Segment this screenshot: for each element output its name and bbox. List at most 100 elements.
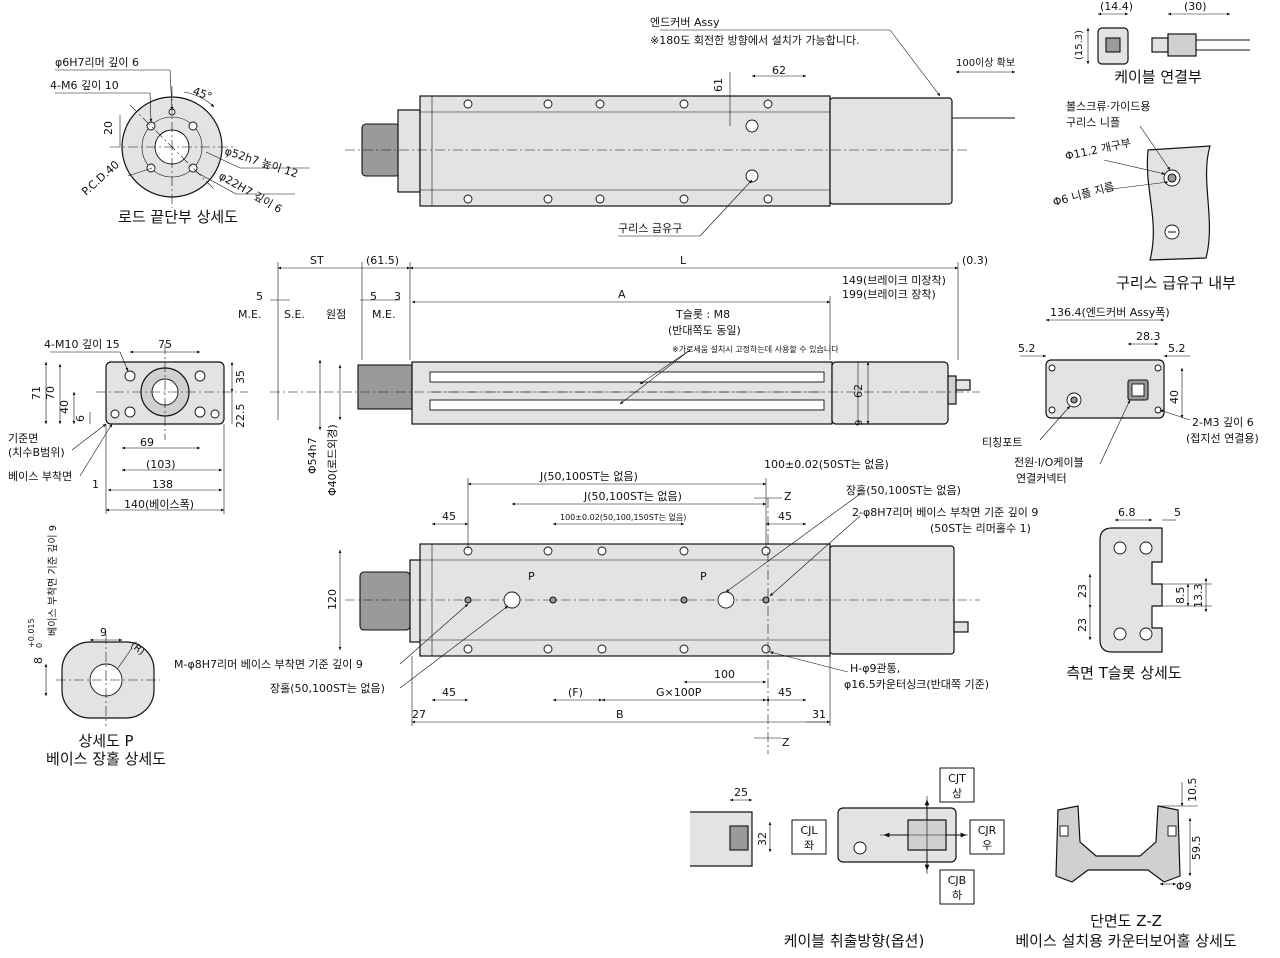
cable-dir-label-1: 32 bbox=[756, 832, 769, 846]
front-label-12: (103) bbox=[146, 458, 176, 471]
side-label-5: M.E. bbox=[238, 308, 261, 321]
front-label-6: 35 bbox=[234, 370, 247, 384]
rear-label-2: 28.3 bbox=[1136, 330, 1161, 343]
detail-p-label-1: +0.015 bbox=[27, 618, 36, 648]
cable-conn-title: 케이블 연결부 bbox=[1114, 68, 1202, 86]
cable-dir-label-3: 상 bbox=[952, 787, 962, 800]
grease-label-1: 구리스 니플 bbox=[1066, 116, 1120, 129]
front-label-14: 138 bbox=[152, 478, 173, 491]
cjb-box bbox=[939, 869, 975, 905]
section-label-2: Φ9 bbox=[1176, 880, 1192, 893]
side-view-end-cover bbox=[831, 361, 949, 425]
cable-connection-detail: (14.4) (30) (15.3) 케이블 연결부 bbox=[1074, 0, 1250, 86]
side-view-rod-housing bbox=[357, 364, 413, 410]
top-view-body bbox=[419, 95, 831, 207]
front-label-15: 140(베이스폭) bbox=[124, 498, 194, 511]
rear-label-5: 티칭포트 bbox=[982, 436, 1022, 449]
t-slot-label-0: 6.8 bbox=[1118, 506, 1136, 519]
front-label-2: 71 bbox=[30, 386, 43, 400]
grease-label-3: Φ6 니플 지름 bbox=[1051, 180, 1115, 209]
top-view-label-4: 100이상 확보 bbox=[956, 57, 1015, 69]
t-slot-profile bbox=[1099, 527, 1163, 653]
detail-p-label-3: 베이스 부착면 기준 깊이 9 bbox=[47, 525, 59, 636]
rear-label-9: (접지선 연결용) bbox=[1186, 432, 1259, 445]
rear-label-6: 전원·I/O케이블 bbox=[1014, 456, 1084, 469]
detail-p-label-0: 8 bbox=[32, 657, 45, 664]
bottom-label-12: P bbox=[700, 570, 707, 583]
bottom-view-rod-housing bbox=[359, 571, 411, 631]
front-label-13: 1 bbox=[92, 478, 99, 491]
cable-conn-label-1: (30) bbox=[1184, 0, 1207, 13]
rod-end-detail: φ6H7리머 깊이 6 4-M6 깊이 10 45° 20 P.C.D.40 φ… bbox=[50, 56, 310, 226]
rear-label-4: 40 bbox=[1168, 390, 1181, 404]
top-view: 엔드커버 Assy ※180도 회전한 방향에서 설치가 가능합니다. 62 6… bbox=[345, 16, 1016, 237]
side-label-14: T슬롯 : M8 bbox=[675, 308, 730, 321]
top-view-label-3: 61 bbox=[712, 78, 725, 92]
front-label-4: 40 bbox=[58, 400, 71, 414]
t-slot-label-5: 13.3 bbox=[1192, 584, 1205, 609]
bottom-label-10: 120 bbox=[326, 589, 339, 610]
bottom-label-1: 100±0.02(50ST는 없음) bbox=[764, 458, 889, 471]
bottom-label-3: Z bbox=[784, 490, 792, 503]
side-label-3: (0.3) bbox=[962, 254, 988, 267]
bottom-label-15: H-φ9관통, bbox=[850, 662, 900, 675]
top-view-end-cover bbox=[829, 97, 953, 205]
side-view-body bbox=[411, 361, 833, 425]
cable-dir-label-9: 하 bbox=[952, 888, 962, 902]
bottom-label-13: M-φ8H7리머 베이스 부착면 기준 깊이 9 bbox=[174, 658, 363, 671]
side-label-19: Φ54h7 bbox=[306, 437, 319, 474]
cable-dir-label-2: CJT bbox=[948, 772, 966, 785]
grease-label-2: Φ11.2 개구부 bbox=[1064, 136, 1132, 163]
bottom-label-25: Z bbox=[782, 736, 790, 749]
front-label-0: 4-M10 깊이 15 bbox=[44, 338, 120, 351]
top-view-label-0: 엔드커버 Assy bbox=[650, 16, 720, 29]
rear-label-0: 136.4(엔드커버 Assy폭) bbox=[1050, 306, 1170, 319]
t-slot-label-1: 5 bbox=[1174, 506, 1181, 519]
cable-conn-label-2: (15.3) bbox=[1074, 30, 1085, 60]
top-view-label-5: 구리스 급유구 bbox=[618, 222, 682, 235]
grease-label-0: 볼스크류·가이드용 bbox=[1066, 100, 1150, 113]
side-view: ST (61.5) L (0.3) 5 M.E. S.E. 원점 5 M.E. … bbox=[238, 254, 988, 496]
bottom-label-5: 45 bbox=[442, 510, 456, 523]
bottom-label-6: 100±0.02(50,100,150ST는 없음) bbox=[560, 513, 686, 522]
grease-title: 구리스 급유구 내부 bbox=[1116, 274, 1236, 292]
bottom-label-20: G×100P bbox=[656, 686, 702, 699]
cjt-box bbox=[939, 767, 975, 803]
side-label-11: A bbox=[618, 288, 626, 301]
cable-dir-label-4: CJL bbox=[800, 824, 818, 837]
bottom-label-4: 장홀(50,100ST는 없음) bbox=[846, 484, 961, 497]
detail-p-title-2: 베이스 장홀 상세도 bbox=[46, 750, 166, 768]
slot-hole-p1 bbox=[503, 591, 521, 609]
rear-label-3: 5.2 bbox=[1168, 342, 1186, 355]
detail-p: 8 +0.015 0 베이스 부착면 기준 깊이 9 9 (R) 상세도 P 베… bbox=[27, 525, 166, 768]
side-label-6: S.E. bbox=[284, 308, 305, 321]
front-label-9: (치수B범위) bbox=[8, 446, 65, 459]
side-label-8: 5 bbox=[370, 290, 377, 303]
cjr-box bbox=[969, 819, 1005, 855]
side-label-12: 149(브레이크 미장착) bbox=[842, 274, 946, 287]
grease-interior-body bbox=[1146, 145, 1211, 261]
bottom-label-23: B bbox=[616, 708, 624, 721]
detail-p-title-1: 상세도 P bbox=[78, 732, 133, 750]
rod-end-label-0: φ6H7리머 깊이 6 bbox=[55, 56, 139, 69]
side-label-20: Φ40(로드외경) bbox=[326, 424, 339, 496]
side-label-15: (반대쪽도 동일) bbox=[668, 323, 741, 337]
section-title-2: 베이스 설치용 카운터보어홀 상세도 bbox=[1015, 932, 1237, 950]
front-label-3: 70 bbox=[44, 386, 57, 400]
rod-end-label-4: P.C.D.40 bbox=[79, 158, 122, 198]
cable-dir-title: 케이블 취출방향(옵션) bbox=[784, 932, 925, 950]
bottom-label-0: J(50,100ST는 없음) bbox=[539, 470, 638, 483]
rear-label-7: 연결커넥터 bbox=[1016, 472, 1067, 485]
bottom-label-7: 45 bbox=[778, 510, 792, 523]
rod-end-label-2: 45° bbox=[191, 85, 214, 104]
bottom-label-24: 31 bbox=[812, 708, 826, 721]
section-zz: 10.5 59.5 Φ9 단면도 Z-Z 베이스 설치용 카운터보어홀 상세도 bbox=[1015, 778, 1237, 951]
side-label-2: L bbox=[680, 254, 687, 267]
side-label-13: 199(브레이크 장착) bbox=[842, 288, 936, 301]
cjl-box bbox=[791, 819, 827, 855]
bottom-label-22: 27 bbox=[412, 708, 426, 721]
bottom-label-8: 2-φ8H7리머 베이스 부착면 기준 깊이 9 bbox=[852, 506, 1038, 519]
side-label-18: 9 bbox=[854, 420, 865, 426]
side-label-1: (61.5) bbox=[366, 254, 399, 267]
grease-port-1 bbox=[745, 119, 759, 133]
